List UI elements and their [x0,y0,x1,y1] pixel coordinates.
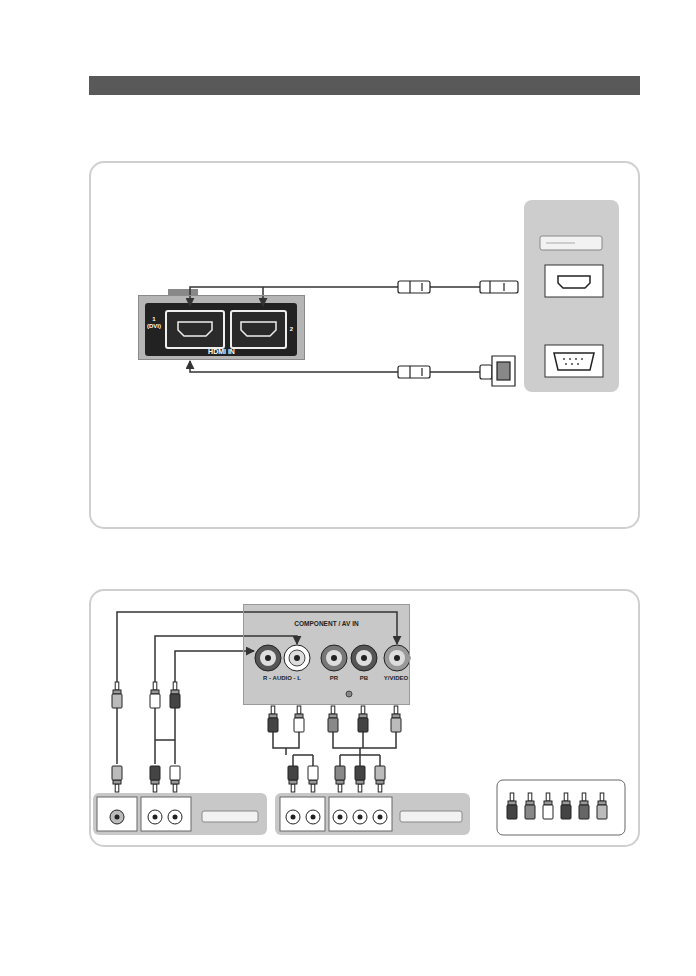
section-frame [90,162,639,528]
dvd-player-icon [540,236,602,250]
jack-label: R - AUDIO - L [252,675,312,682]
jack-label: PB [353,675,375,682]
source-device [93,793,267,835]
connector-panel: HDMI IN [138,295,305,360]
hdmi-out-port [545,265,603,297]
panel-label: COMPONENT / AV IN [294,620,358,627]
av-cable [117,612,397,766]
hdmi-connector [398,281,518,386]
rca-plug [112,682,401,792]
hdmi-panel [138,295,305,360]
jack-label: PR [323,675,345,682]
plug-colour-key [497,780,625,835]
hdmi-port [231,311,286,348]
header-bar [89,76,640,95]
panel-label: HDMI IN [208,348,235,356]
jack-label: Y/VIDEO [382,675,410,682]
port-number: 1 (DVI) [146,316,163,329]
component-panel [243,604,410,705]
port-number: 2 [288,326,296,333]
connector-panel: COMPONENT / AV IN [243,604,410,705]
dvi-out-port [545,345,603,377]
section-frame [90,590,639,846]
rca-jack [255,645,410,671]
device-panel [524,200,619,392]
source-device [275,793,470,835]
hdmi-port [166,311,224,348]
